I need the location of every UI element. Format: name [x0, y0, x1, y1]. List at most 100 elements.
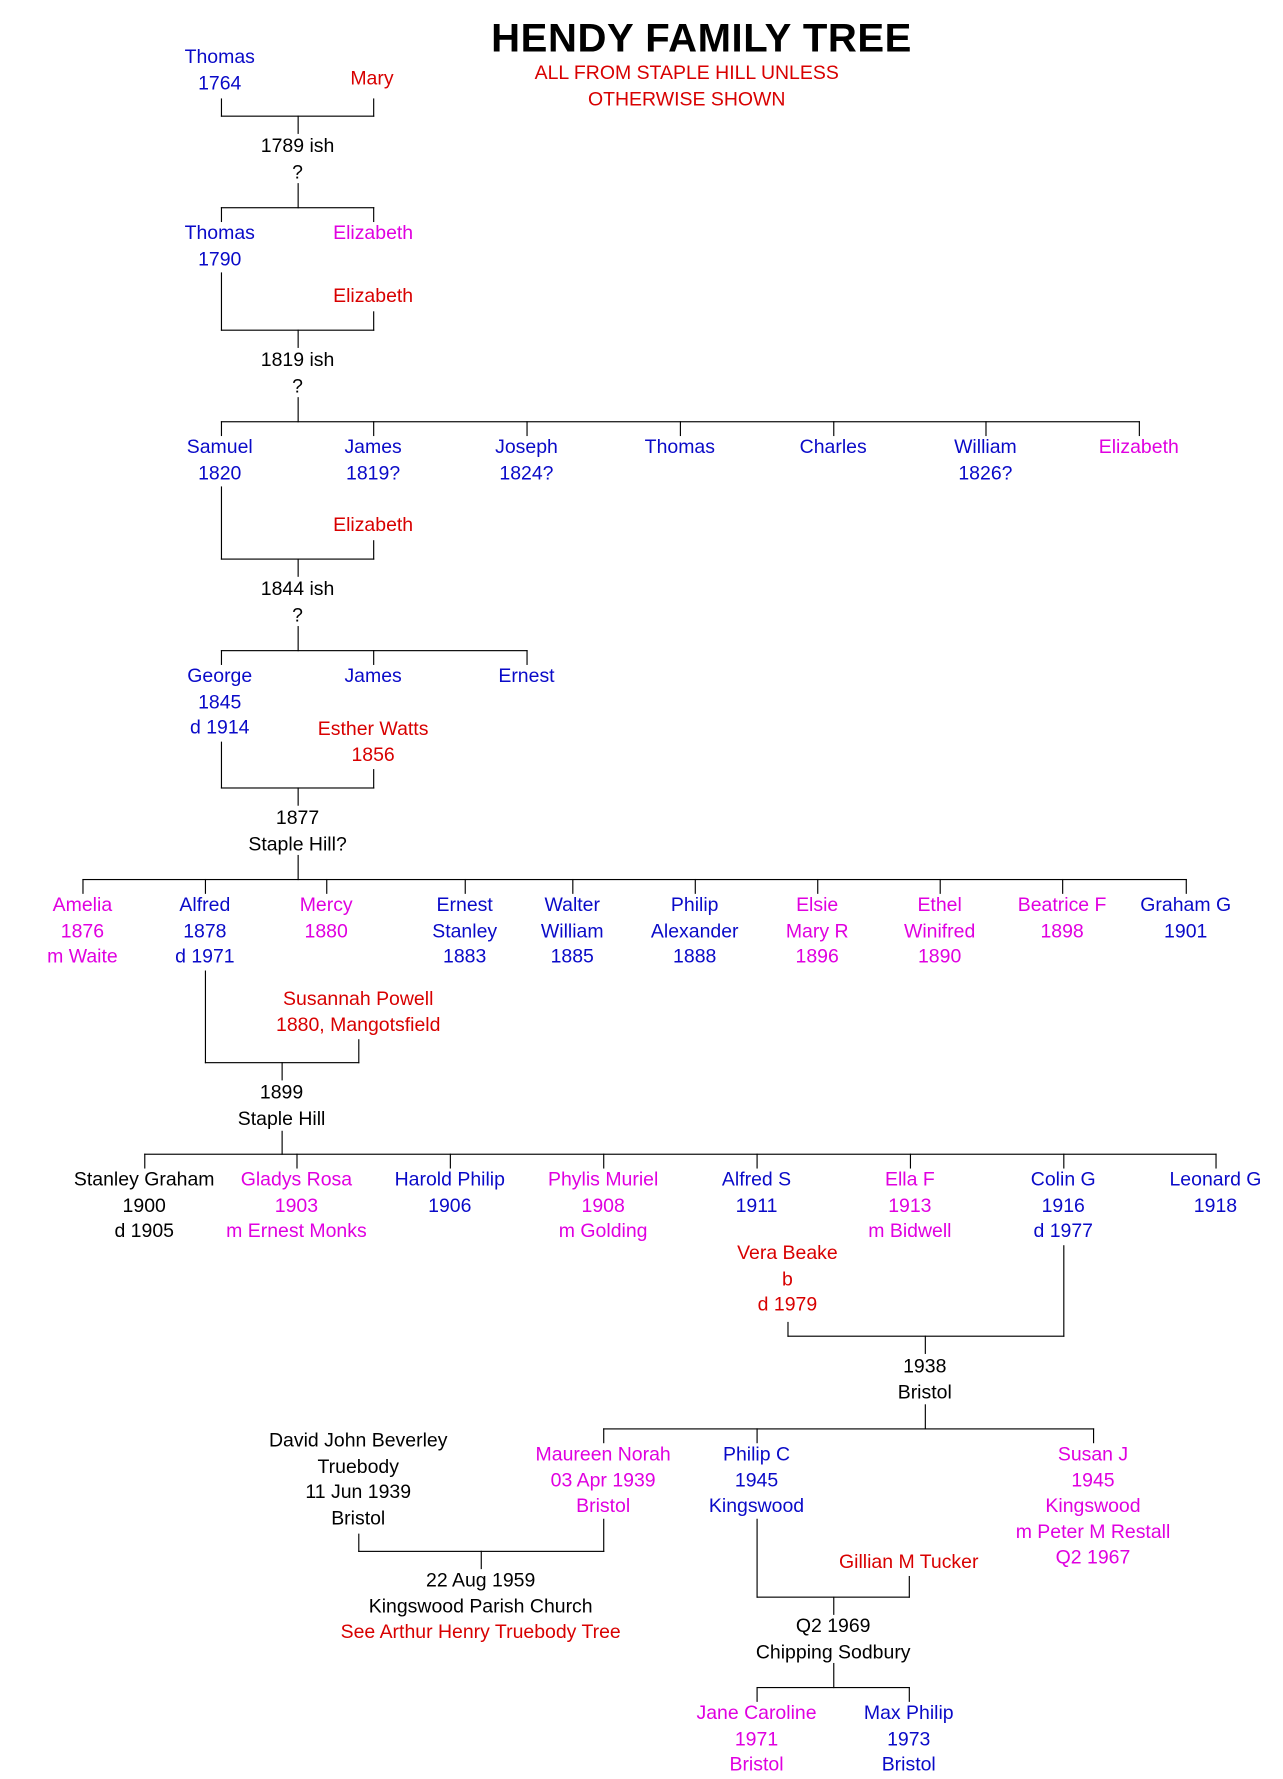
node-text-line: David John Beverley [269, 1429, 448, 1452]
node-text-line: William [540, 919, 604, 942]
connector-line [82, 878, 1187, 881]
node-text-line: b [781, 1267, 793, 1290]
node-text-line: d 1971 [175, 945, 235, 968]
node-text-line: Walter [544, 893, 601, 916]
node-text-line: 1911 [735, 1194, 778, 1217]
node-text-line: 1789 ish [260, 135, 335, 157]
person-node-charles: Charles [800, 435, 867, 461]
node-text-line: Harold Philip [394, 1168, 505, 1191]
connector-line [526, 650, 528, 665]
connector-line [603, 1153, 605, 1169]
node-text-line: 1845 [198, 690, 242, 713]
connector-line [281, 1062, 283, 1081]
connector-line [572, 878, 574, 894]
node-text-line: d 1914 [189, 716, 250, 739]
node-text-line: ? [292, 603, 303, 626]
connector-line [373, 540, 375, 560]
node-text-line: 1764 [198, 71, 242, 94]
connector-line [756, 1686, 910, 1689]
node-text-line: Chipping Sodbury [755, 1640, 911, 1663]
node-text-line: Esther Watts [317, 717, 429, 740]
node-text-line: Elizabeth [1098, 436, 1179, 458]
node-text-line: Susan J [1057, 1443, 1129, 1465]
node-text-line: Kingswood Parish Church [368, 1594, 593, 1617]
person-node-graham: Graham G 1901 [1140, 893, 1231, 945]
connector-line [297, 115, 299, 134]
node-text-line: Max Philip [863, 1701, 954, 1724]
connector-line [220, 650, 223, 665]
connector-line [326, 878, 328, 894]
node-text-line: Thomas [184, 45, 255, 68]
connector-line [1185, 878, 1187, 894]
connector-line [1063, 1153, 1065, 1169]
connector-line [908, 1575, 910, 1598]
connector-line [220, 787, 375, 789]
connector-line [1138, 421, 1140, 437]
node-text-line: Beatrice F [1017, 893, 1107, 916]
node-text-line: 1901 [1164, 919, 1208, 942]
node-text-line: m Bidwell [868, 1220, 952, 1242]
connector-line [220, 272, 223, 331]
cross-reference-note[interactable]: See Arthur Henry Truebody Tree [340, 1620, 621, 1643]
connector-line [220, 98, 223, 117]
node-text-line: Philip [670, 893, 719, 916]
page-title: HENDY FAMILY TREE [491, 16, 912, 61]
connector-line [909, 1153, 912, 1169]
node-text-line: Maureen Norah [535, 1443, 671, 1465]
node-text-line: ? [292, 160, 303, 183]
node-text-line: m Peter M Restall [1015, 1520, 1171, 1543]
node-text-line: Ethel [917, 893, 962, 916]
connector-line [480, 1550, 482, 1570]
node-text-line: 1824? [499, 461, 554, 484]
connector-line [787, 1335, 1065, 1337]
node-text-line: Gladys Rosa [240, 1168, 353, 1191]
connector-line [373, 98, 375, 117]
connector-line [358, 1533, 360, 1552]
node-text-line: 1938 [903, 1355, 947, 1377]
person-node-ernest_b: Ernest [498, 664, 554, 690]
connector-line [220, 421, 223, 437]
connector-line [204, 878, 207, 894]
node-text-line: Elsie [796, 893, 839, 916]
node-text-line: Bristol [729, 1753, 784, 1776]
node-text-line: 1916 [1041, 1194, 1085, 1217]
connector-line [373, 207, 375, 223]
node-text-line: Graham G [1140, 893, 1232, 916]
connector-line [756, 1153, 758, 1169]
connector-line [833, 1596, 835, 1615]
node-text-line: Thomas [644, 436, 715, 458]
connector-line [220, 741, 223, 789]
node-text-line: Staple Hill [237, 1107, 326, 1130]
node-text-line: m Golding [558, 1220, 648, 1242]
node-text-line: Mary [350, 67, 394, 90]
connector-line [220, 558, 375, 560]
node-text-line: James [344, 664, 402, 687]
connector-line [297, 183, 299, 209]
connector-line [939, 878, 941, 894]
connector-line [603, 1518, 605, 1552]
connector-line [756, 1686, 758, 1702]
node-text-line: Leonard G [1169, 1168, 1262, 1191]
person-node-thomas1764: Thomas 1764 [185, 45, 255, 97]
node-text-line: Thomas [184, 222, 255, 244]
marriage-node-m1789: 1789 ish? [261, 134, 335, 186]
connector-line [833, 421, 835, 437]
node-text-line: 1877 [275, 806, 320, 829]
connector-line [82, 878, 84, 894]
connector-line [1063, 1245, 1065, 1337]
node-text-line: 1878 [183, 919, 227, 942]
node-text-line: Vera Beake [737, 1241, 838, 1264]
